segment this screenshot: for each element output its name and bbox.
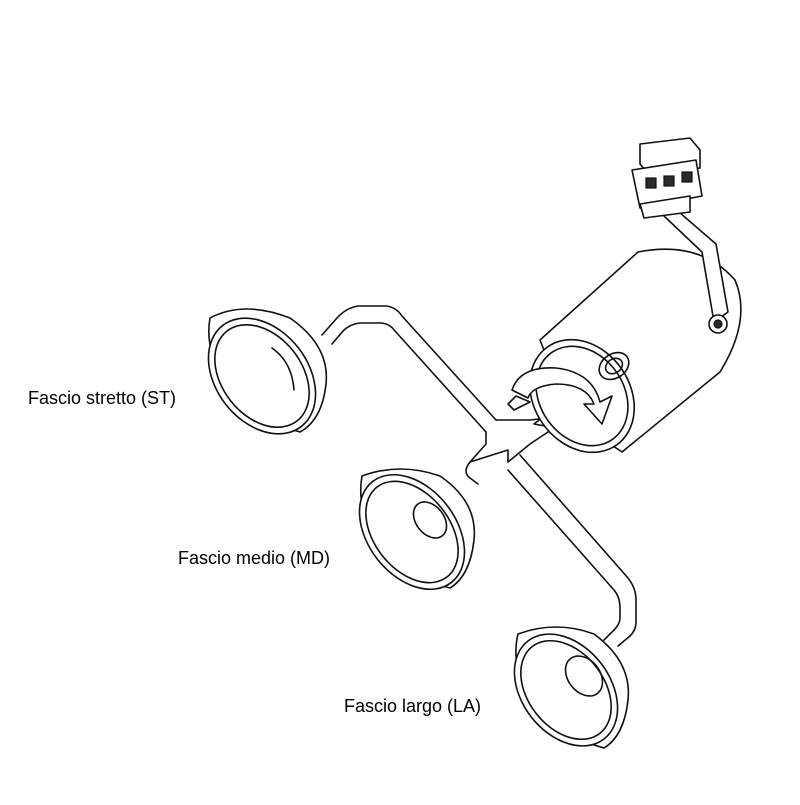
lamp-socket-inner <box>604 357 624 375</box>
rotation-arrow-tail <box>507 395 531 411</box>
reflector-st-facet <box>271 347 295 391</box>
reflector-la-inner-rim <box>519 639 613 741</box>
track-adapter <box>631 137 703 219</box>
reflector-md-inner-rim <box>365 480 459 584</box>
rotation-arrow <box>511 367 613 425</box>
pipe-st-inner <box>331 322 487 433</box>
pipe-main-lower <box>507 431 549 463</box>
adapter-detail-2 <box>663 175 675 187</box>
reflector-st-inner-rim <box>214 323 310 429</box>
label-medium-beam: Fascio medio (MD) <box>178 548 331 568</box>
reflector-st-rim <box>207 317 317 435</box>
reflector-la-socket <box>564 655 604 697</box>
adapter-detail-1 <box>645 177 657 189</box>
adapter-base <box>639 195 691 219</box>
luminaire-body <box>507 248 742 454</box>
label-narrow-beam: Fascio stretto (ST) <box>28 388 177 408</box>
reflector-md-socket <box>412 501 448 539</box>
pipe-la-inner <box>507 469 621 641</box>
pipe-la-outer <box>519 454 637 647</box>
reflector-narrow <box>207 308 328 435</box>
label-wide-beam: Fascio largo (LA) <box>344 696 482 716</box>
adapter-detail-3 <box>681 171 693 183</box>
reflector-wide <box>513 626 630 749</box>
lamp-socket <box>598 351 630 381</box>
reflector-medium <box>358 468 476 591</box>
pipe-st-outer <box>321 305 497 421</box>
pipe-md-upper <box>469 449 509 463</box>
bracket-pivot-screw <box>713 319 723 329</box>
